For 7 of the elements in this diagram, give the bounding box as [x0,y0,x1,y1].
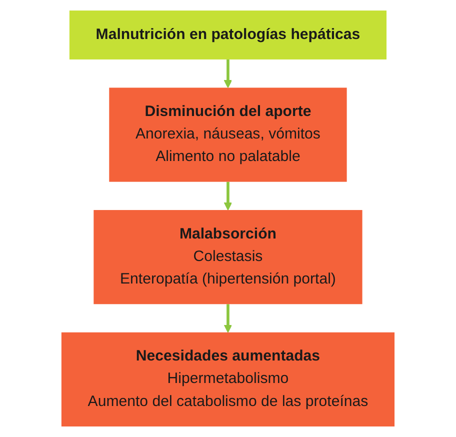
node-box: Malnutrición en patologías hepáticas [69,10,387,60]
arrow [224,59,232,88]
node-box: Necesidades aumentadas Hipermetabolismo Aumento del catabolismo de las proteínas [61,332,395,426]
node-box: Disminución del aporte Anorexia, náuseas, vómitos Alimento no palatable [109,88,347,182]
arrow [224,182,232,210]
arrow [224,304,232,333]
node-box: Malabsorción Colestasis Enteropatía (hipertensión portal) [94,210,362,304]
